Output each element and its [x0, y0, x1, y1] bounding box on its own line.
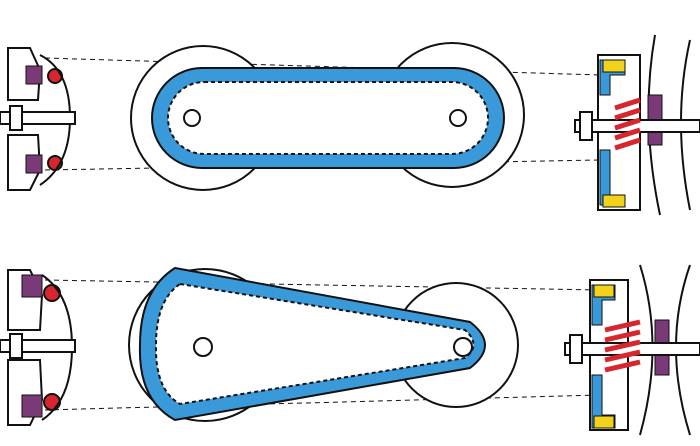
spring: [614, 97, 641, 151]
spring: [604, 319, 641, 373]
bottom-drive-clutch: [0, 269, 76, 426]
pad: [593, 415, 615, 429]
top-driven-clutch: [574, 34, 700, 216]
bottom-driven-clutch: [564, 264, 700, 436]
pivot-weight: [43, 284, 61, 302]
guide-line: [44, 279, 601, 291]
nut: [569, 334, 583, 364]
nut: [579, 111, 593, 141]
pivot-weight: [47, 68, 63, 84]
pad: [593, 284, 615, 298]
wedge: [25, 65, 43, 85]
top-drive-assembly: [44, 42, 601, 191]
wedge: [21, 274, 43, 298]
wedge: [21, 394, 43, 418]
pad: [602, 194, 626, 208]
driven-shaft: [453, 337, 473, 357]
drive-shaft: [193, 337, 213, 357]
pivot-weight: [43, 393, 61, 411]
nut: [9, 105, 23, 131]
guide-line: [44, 394, 601, 411]
belt-inner: [154, 282, 475, 406]
wedge: [25, 154, 43, 174]
belt-inner: [167, 81, 489, 155]
nut: [9, 333, 23, 359]
bottom-drive-assembly: [44, 266, 601, 422]
pad: [602, 59, 626, 73]
driven-shaft: [449, 109, 467, 127]
top-drive-clutch: [0, 47, 76, 191]
drive-shaft: [183, 109, 201, 127]
